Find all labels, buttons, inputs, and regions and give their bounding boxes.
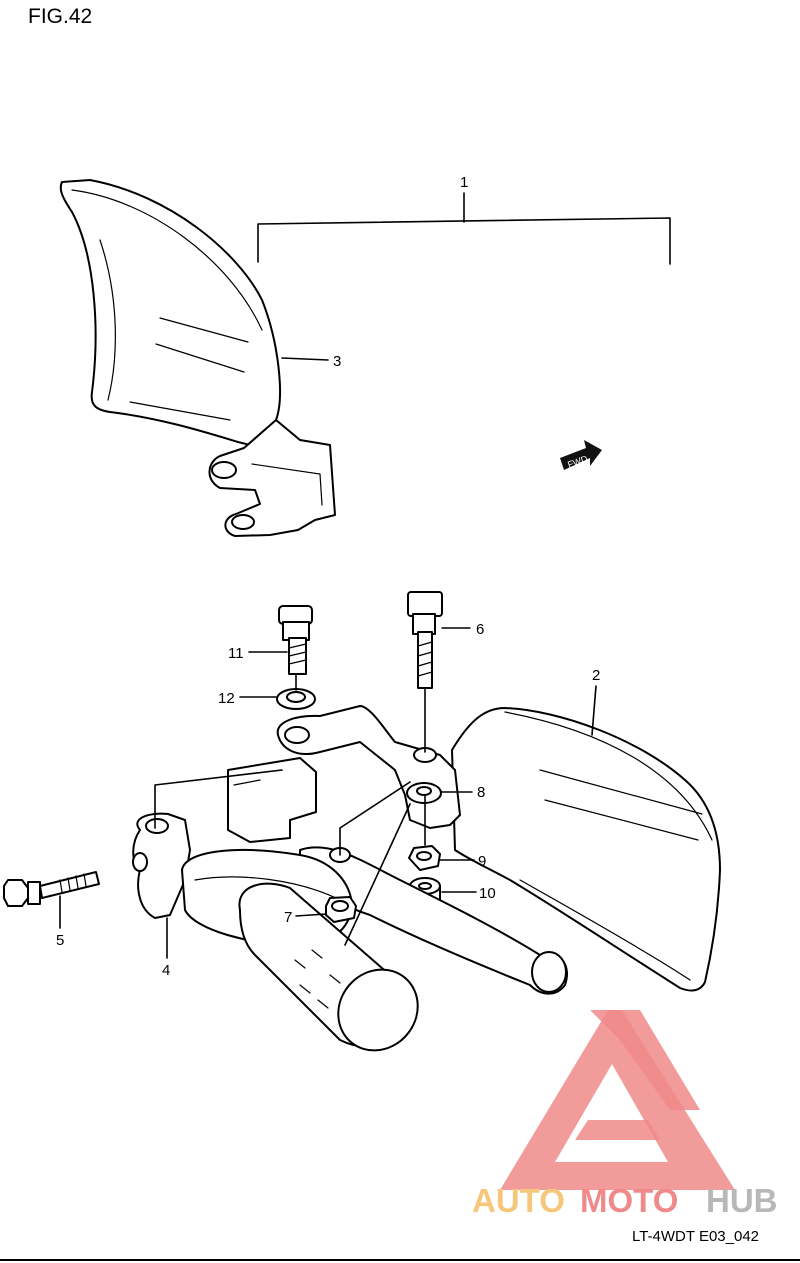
- callout-6: 6: [476, 621, 484, 638]
- nut-9: [408, 845, 441, 871]
- bolt-5: [3, 871, 100, 907]
- logo-text-auto: AUTO: [472, 1182, 565, 1219]
- callout-12: 12: [218, 690, 235, 707]
- nut-7: [325, 896, 357, 923]
- callout-9: 9: [478, 853, 486, 870]
- hand-guard-upper: [59, 179, 336, 537]
- fwd-arrow-icon: FWD: [560, 440, 602, 470]
- brake-lever-assembly-4: [132, 757, 568, 1052]
- callout-10: 10: [479, 885, 496, 902]
- bolt-6: [407, 591, 443, 689]
- callout-labels: 1 2 3 4 5 6 7 8 9 10 11 12: [56, 174, 600, 979]
- logo-text-moto: MOTO: [580, 1182, 678, 1219]
- callout-8: 8: [477, 784, 485, 801]
- washer-8: [406, 782, 442, 804]
- leader-3: [281, 357, 329, 361]
- logo-text-hub: HUB: [706, 1182, 778, 1219]
- leader-2: [591, 685, 597, 736]
- figure-code: LT-4WDT E03_042: [632, 1228, 759, 1245]
- assembly-guide-lines: [154, 673, 426, 946]
- automotohub-logo: AUTO MOTO HUB: [472, 1010, 778, 1219]
- assembly-bracket-1: [257, 192, 671, 265]
- callout-1: 1: [460, 174, 468, 191]
- callout-3: 3: [333, 353, 341, 370]
- callout-4: 4: [162, 962, 170, 979]
- callout-2: 2: [592, 667, 600, 684]
- logo-m-stroke: [590, 1010, 700, 1110]
- callout-11: 11: [228, 645, 244, 662]
- bolt-11: [278, 605, 313, 675]
- callout-7: 7: [284, 909, 292, 926]
- logo-bar: [575, 1120, 660, 1140]
- figure-title: FIG.42: [28, 5, 92, 28]
- washer-12: [276, 688, 316, 710]
- hand-guard-lower: [451, 707, 721, 992]
- leader-7: [295, 913, 327, 917]
- callout-5: 5: [56, 932, 64, 949]
